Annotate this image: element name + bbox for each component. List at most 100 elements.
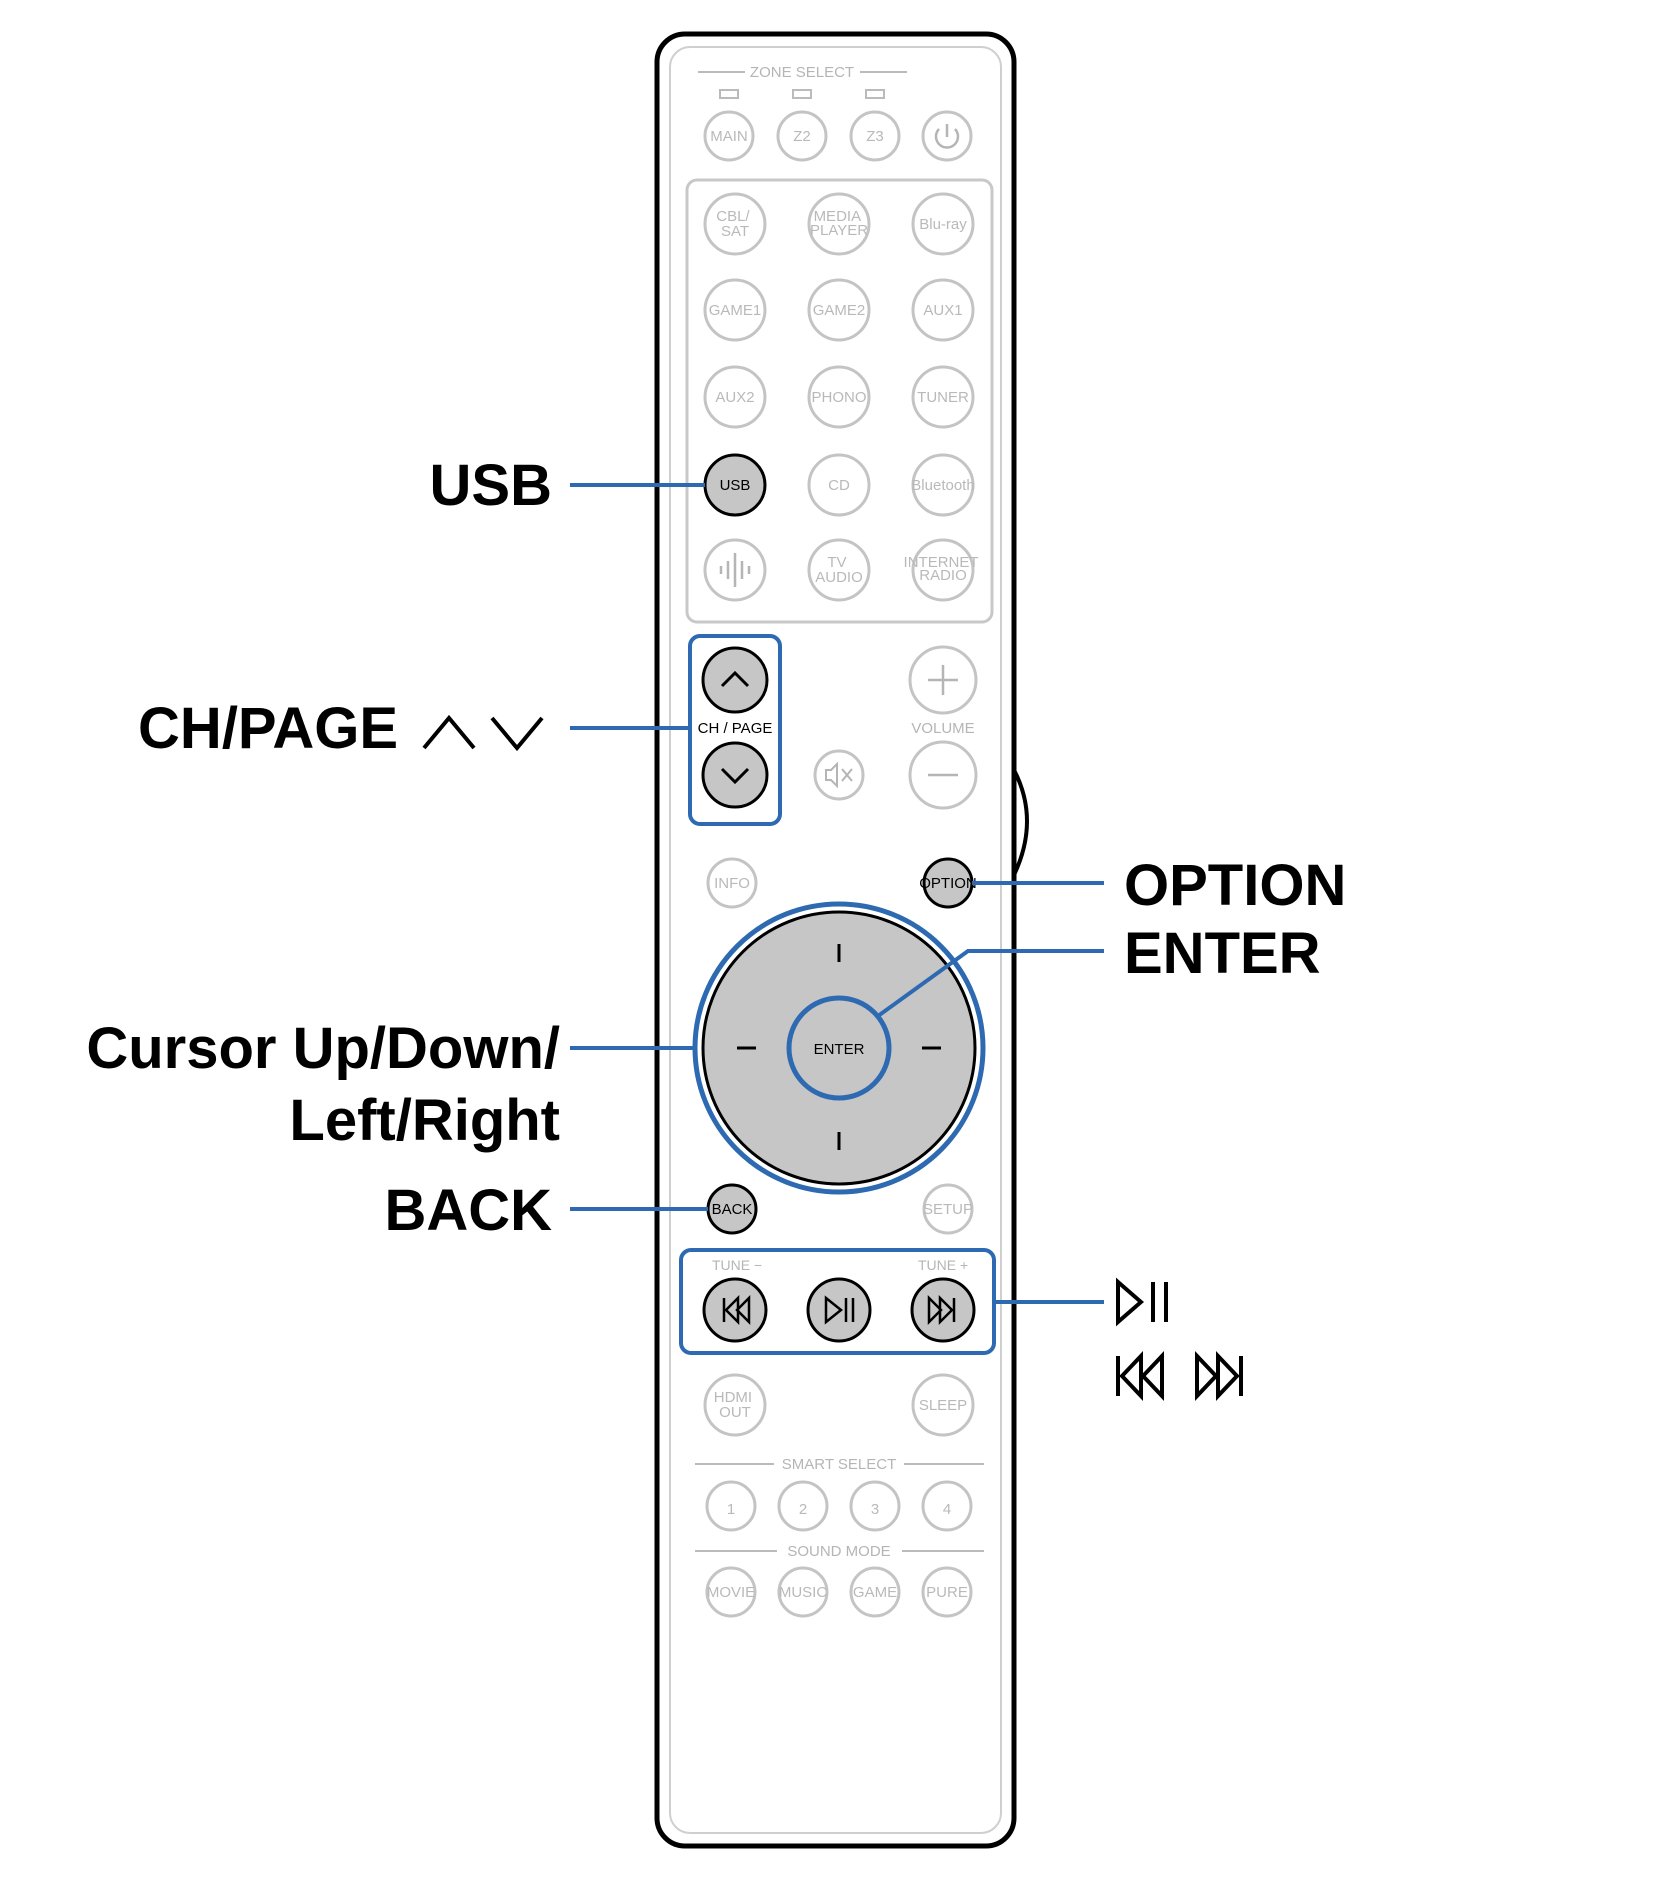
aux1-button[interactable]: AUX1 — [911, 278, 975, 342]
cd-button[interactable]: CD — [807, 453, 871, 517]
zone-select-label: ZONE SELECT — [750, 64, 854, 81]
tuner-button[interactable]: TUNER — [911, 365, 975, 429]
internet-radio-button[interactable]: INTERNET RADIO — [904, 538, 983, 602]
tv-audio-line1: TV — [827, 554, 846, 571]
tv-audio-button[interactable]: TV AUDIO — [807, 538, 871, 602]
power-icon — [934, 124, 960, 149]
enter-button[interactable]: ENTER — [786, 995, 892, 1101]
sound-mode-game-button[interactable]: GAME — [849, 1566, 901, 1618]
game2-label: GAME2 — [813, 302, 866, 319]
internet-radio-line1: INTERNET — [904, 554, 979, 571]
smart-select-2-button[interactable]: 2 — [777, 1480, 829, 1532]
sound-mode-pure-label: PURE — [926, 1584, 968, 1601]
input-panel — [685, 178, 994, 624]
back-button[interactable]: BACK — [706, 1183, 758, 1235]
tune-minus-text: TUNE — [712, 1257, 750, 1273]
smart-select-1-button[interactable]: 1 — [705, 1480, 757, 1532]
sleep-button[interactable]: SLEEP — [911, 1373, 975, 1437]
skip-back-button[interactable] — [702, 1277, 768, 1343]
ch-page-up-button[interactable] — [701, 646, 769, 714]
enter-leader — [876, 949, 1104, 1018]
sound-mode-movie-label: MOVIE — [707, 1584, 755, 1601]
mute-icon — [825, 761, 853, 789]
ch-page-label: CH / PAGE — [698, 720, 773, 737]
mute-button[interactable] — [813, 749, 865, 801]
smart-select-4-button[interactable]: 4 — [921, 1480, 973, 1532]
zone-z2-label: Z2 — [793, 128, 811, 145]
smart-select-3-button[interactable]: 3 — [849, 1480, 901, 1532]
skip-forward-icon — [927, 1294, 956, 1326]
blu-ray-label: Blu-ray — [919, 216, 967, 233]
cbl-sat-line2: SAT — [721, 223, 749, 240]
blu-ray-button[interactable]: Blu-ray — [911, 192, 975, 256]
tuner-label: TUNER — [917, 389, 969, 406]
heos-button[interactable] — [703, 538, 767, 602]
cursor-callout-line2: Left/Right — [289, 1088, 560, 1153]
zone-led-z3 — [865, 89, 885, 99]
smart-select-label: SMART SELECT — [782, 1456, 896, 1473]
usb-button[interactable]: USB — [703, 453, 767, 517]
bluetooth-button[interactable]: Bluetooth — [911, 453, 975, 517]
cbl-sat-line1: CBL/ — [716, 208, 750, 225]
media-player-label: MEDIA PLAYER — [810, 208, 868, 239]
cbl-sat-button[interactable]: CBL/ SAT — [703, 192, 767, 256]
volume-down-button[interactable] — [908, 740, 978, 810]
zone-led-main — [719, 89, 739, 99]
option-button[interactable]: OPTION — [919, 857, 977, 909]
game1-button[interactable]: GAME1 — [703, 278, 767, 342]
aux2-button[interactable]: AUX2 — [703, 365, 767, 429]
tune-plus-label: TUNE + — [918, 1257, 968, 1273]
sound-mode-movie-button[interactable]: MOVIE — [705, 1566, 757, 1618]
smart-select-3-label: 3 — [871, 1501, 879, 1518]
aux1-label: AUX1 — [923, 302, 962, 319]
sleep-label: SLEEP — [919, 1397, 967, 1414]
tv-audio-label: TV AUDIO — [815, 554, 863, 586]
sound-mode-music-button[interactable]: MUSIC — [777, 1566, 829, 1618]
bluetooth-label: Bluetooth — [911, 477, 974, 494]
hdmi-out-line1: HDMI — [714, 1389, 752, 1406]
game1-label: GAME1 — [709, 302, 762, 319]
zone-z3-label: Z3 — [866, 128, 884, 145]
media-player-button[interactable]: MEDIA PLAYER — [807, 192, 871, 256]
callout-skip-back-icon — [1116, 1350, 1164, 1402]
zone-main-button[interactable]: MAIN — [703, 110, 755, 162]
smart-select-4-label: 4 — [943, 1501, 951, 1518]
callout-play-pause-icon — [1116, 1277, 1168, 1327]
enter-callout: ENTER — [1124, 921, 1321, 986]
option-callout: OPTION — [1124, 853, 1346, 918]
ch-page-callout-up-icon — [422, 714, 476, 750]
phono-button[interactable]: PHONO — [807, 365, 871, 429]
volume-label: VOLUME — [911, 720, 974, 737]
info-label: INFO — [714, 875, 750, 892]
hdmi-out-line2: OUT — [719, 1404, 751, 1421]
setup-label: SETUP — [923, 1201, 973, 1218]
option-button-label: OPTION — [919, 875, 977, 892]
hdmi-out-label: HDMI OUT — [714, 1389, 757, 1421]
setup-button[interactable]: SETUP — [922, 1183, 974, 1235]
back-callout: BACK — [384, 1178, 552, 1243]
volume-up-button[interactable] — [908, 645, 978, 715]
sound-mode-game-label: GAME — [853, 1584, 897, 1601]
aux2-label: AUX2 — [715, 389, 754, 406]
zone-main-label: MAIN — [710, 128, 748, 145]
sound-mode-label: SOUND MODE — [787, 1543, 890, 1560]
power-button[interactable] — [921, 110, 973, 162]
cbl-sat-label: CBL/ SAT — [716, 208, 754, 240]
game2-button[interactable]: GAME2 — [807, 278, 871, 342]
tune-minus-label: TUNE − — [712, 1257, 762, 1273]
smart-select-2-label: 2 — [799, 1501, 807, 1518]
skip-forward-button[interactable] — [910, 1277, 976, 1343]
ch-page-down-button[interactable] — [701, 741, 769, 809]
info-button[interactable]: INFO — [706, 857, 758, 909]
sound-mode-pure-button[interactable]: PURE — [921, 1566, 973, 1618]
zone-z3-button[interactable]: Z3 — [849, 110, 901, 162]
zone-z2-button[interactable]: Z2 — [776, 110, 828, 162]
media-player-line1: MEDIA — [814, 208, 862, 225]
chevron-down-icon — [720, 767, 750, 785]
phono-label: PHONO — [811, 389, 866, 406]
remote-side-bump — [1012, 769, 1029, 876]
play-pause-button[interactable] — [806, 1277, 872, 1343]
hdmi-out-button[interactable]: HDMI OUT — [703, 1373, 767, 1437]
zone-led-z2 — [792, 89, 812, 99]
tv-audio-line2: AUDIO — [815, 569, 863, 586]
